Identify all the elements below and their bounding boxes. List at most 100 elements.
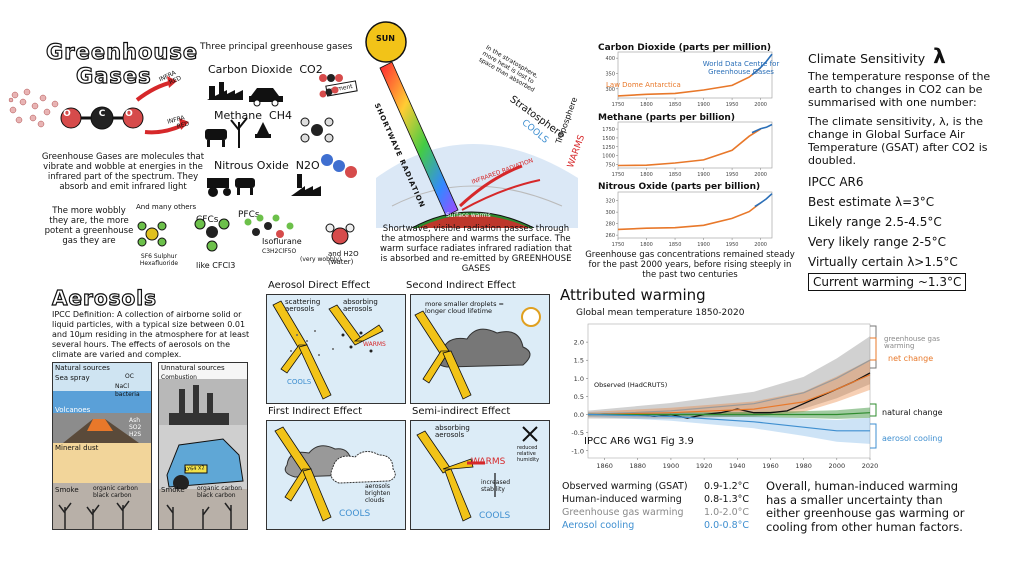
volcano-icon <box>63 419 139 443</box>
methane-row: Methane CH4 <box>214 109 292 122</box>
infrared-arrowhead-icon <box>167 76 177 88</box>
warm-surface-icon <box>418 215 530 228</box>
conc-x-tick-label: 1800 <box>640 242 653 248</box>
law-dome-line <box>617 128 762 167</box>
conc-x-tick-label: 1950 <box>726 242 739 248</box>
factory-icon <box>207 82 243 100</box>
car-icon <box>249 88 283 107</box>
wobbly-text: The more wobbly they are, the more poten… <box>44 206 134 246</box>
attributed-table-row: Observed warming (GSAT)0.9-1.2°C <box>562 480 762 493</box>
co2-molecule-illustration <box>8 76 189 135</box>
very-likely-range: Very likely range 2-5°C <box>808 235 947 249</box>
mineral-dust-label: Mineral dust <box>55 444 99 452</box>
attributed-table-row: Greenhouse gas warming 1.0-2.0°C <box>562 506 762 519</box>
net-change-label: net change <box>888 354 934 363</box>
attr-x-tick-label: 2020 <box>862 462 879 470</box>
conc-x-tick-label: 1950 <box>726 102 739 108</box>
sf6-molecule-icon <box>137 221 167 247</box>
attr-series-line <box>587 413 870 432</box>
natural-sources-panel: Natural sources Sea spray OC NaCl bacter… <box>52 362 152 530</box>
second-indirect-title: Second Indirect Effect <box>406 280 516 291</box>
attributed-row-label: Human-induced warming <box>562 494 682 505</box>
co2-molecule-icon <box>60 106 144 130</box>
attributed-row-value: 1.0-2.0°C <box>704 507 750 518</box>
conc-y-tick-label: 350 <box>605 71 615 77</box>
methane-molecule-icon <box>300 117 334 143</box>
uncertainty-band <box>588 336 870 419</box>
attr-y-tick-label: -0.5 <box>571 429 584 437</box>
reduced-humidity-label: reduced relative humidity <box>517 445 540 463</box>
sea-band <box>53 391 151 413</box>
attr-y-tick-label: 0.5 <box>574 393 584 401</box>
burnt-trees-icon <box>58 500 130 529</box>
particle-cloud-icon <box>8 88 59 128</box>
conc-x-tick-label: 2000 <box>754 102 767 108</box>
sun-label: SUN <box>376 34 395 43</box>
tractor-icon <box>207 178 231 197</box>
greenhouse-title: Greenhouse Gases <box>45 39 199 88</box>
greenhouse-title-line1: Greenhouse <box>45 39 199 64</box>
sunlight-arrows-icon <box>272 300 384 400</box>
first-indirect-title: First Indirect Effect <box>268 406 363 417</box>
ghg-warming-label: greenhouse gas warming <box>884 335 940 350</box>
cfc-molecule-icon <box>194 218 230 252</box>
attributed-subtitle: Global mean temperature 1850-2020 <box>576 308 745 318</box>
attributed-conclusion: Overall, human-induced warming has a sma… <box>766 479 965 534</box>
attr-plot-frame <box>587 323 871 459</box>
co2-formula: CO2 <box>299 63 323 76</box>
gas-sources-illustration <box>205 74 357 197</box>
conc-y-tick-label: 1750 <box>602 127 615 133</box>
conc-plot-frame <box>617 121 773 169</box>
smoke-label-1: Smoke <box>55 486 79 494</box>
concentrations-caption: Greenhouse gas concentrations remained s… <box>585 250 795 280</box>
natural-change-label: natural change <box>882 408 943 417</box>
aerosol-cooling-label: aerosol cooling <box>882 434 943 443</box>
stopwatch-icon <box>521 307 541 327</box>
climate-sensitivity-panel: Climate Sensitivity λ The temperature re… <box>808 44 1024 291</box>
lambda-icon: λ <box>933 44 946 68</box>
tree-icon <box>230 117 248 148</box>
likely-range: Likely range 2.5-4.5°C <box>808 215 942 229</box>
first-indirect-panel: aerosols brighten clouds COOLS <box>266 420 406 530</box>
aerosols-title: Aerosols <box>51 285 158 310</box>
attr-y-tick-label: 1.0 <box>574 375 584 383</box>
conc-x-tick-label: 1850 <box>669 242 682 248</box>
natural-sources-label: Natural sources <box>55 364 110 372</box>
sunlight-arrows-icon <box>416 430 474 522</box>
conc-y-tick-label: 1250 <box>602 145 615 151</box>
conc-y-tick-label: 400 <box>605 56 615 62</box>
power-plant-icon <box>169 385 229 425</box>
aerosol-dots-icon <box>290 330 373 356</box>
h2o-label: and H2O (water) <box>328 250 359 266</box>
aerosols-definition: IPCC Definition: A collection of airborn… <box>52 310 250 359</box>
conc-x-tick-label: 1950 <box>726 172 739 178</box>
conc-x-tick-label: 1800 <box>640 102 653 108</box>
first-indirect-svg <box>274 426 396 522</box>
unnatural-sources-label: Unnatural sources <box>161 364 225 372</box>
organic-carbon-label-1: organic carbon black carbon <box>93 485 138 499</box>
attributed-row-label: Greenhouse gas warming <box>562 507 684 518</box>
first-indirect-cools-label: COOLS <box>339 509 371 519</box>
surface-warms-label: Surface warms <box>446 212 491 219</box>
conc-x-tick-label: 1750 <box>612 172 625 178</box>
ash-label: Ash SO2 H2S <box>129 417 142 438</box>
conc-plot-frame <box>617 51 773 99</box>
shortwave-beam-icon <box>379 61 459 217</box>
isoflurane-formula: C3H2ClF5O <box>262 248 297 255</box>
direct-effect-svg <box>272 300 384 400</box>
conc-y-tick-label: 1500 <box>602 136 615 142</box>
conc-x-tick-label: 1750 <box>612 102 625 108</box>
conc-y-tick-label: 260 <box>605 233 615 239</box>
conc-y-tick-label: 300 <box>605 210 615 216</box>
ipcc-ar6-label: IPCC AR6 <box>808 175 864 189</box>
attr-series-line <box>588 412 871 416</box>
attr-x-tick-label: 1880 <box>629 462 646 470</box>
conc-x-tick-label: 2000 <box>754 172 767 178</box>
attr-x-tick-label: 1940 <box>729 462 746 470</box>
